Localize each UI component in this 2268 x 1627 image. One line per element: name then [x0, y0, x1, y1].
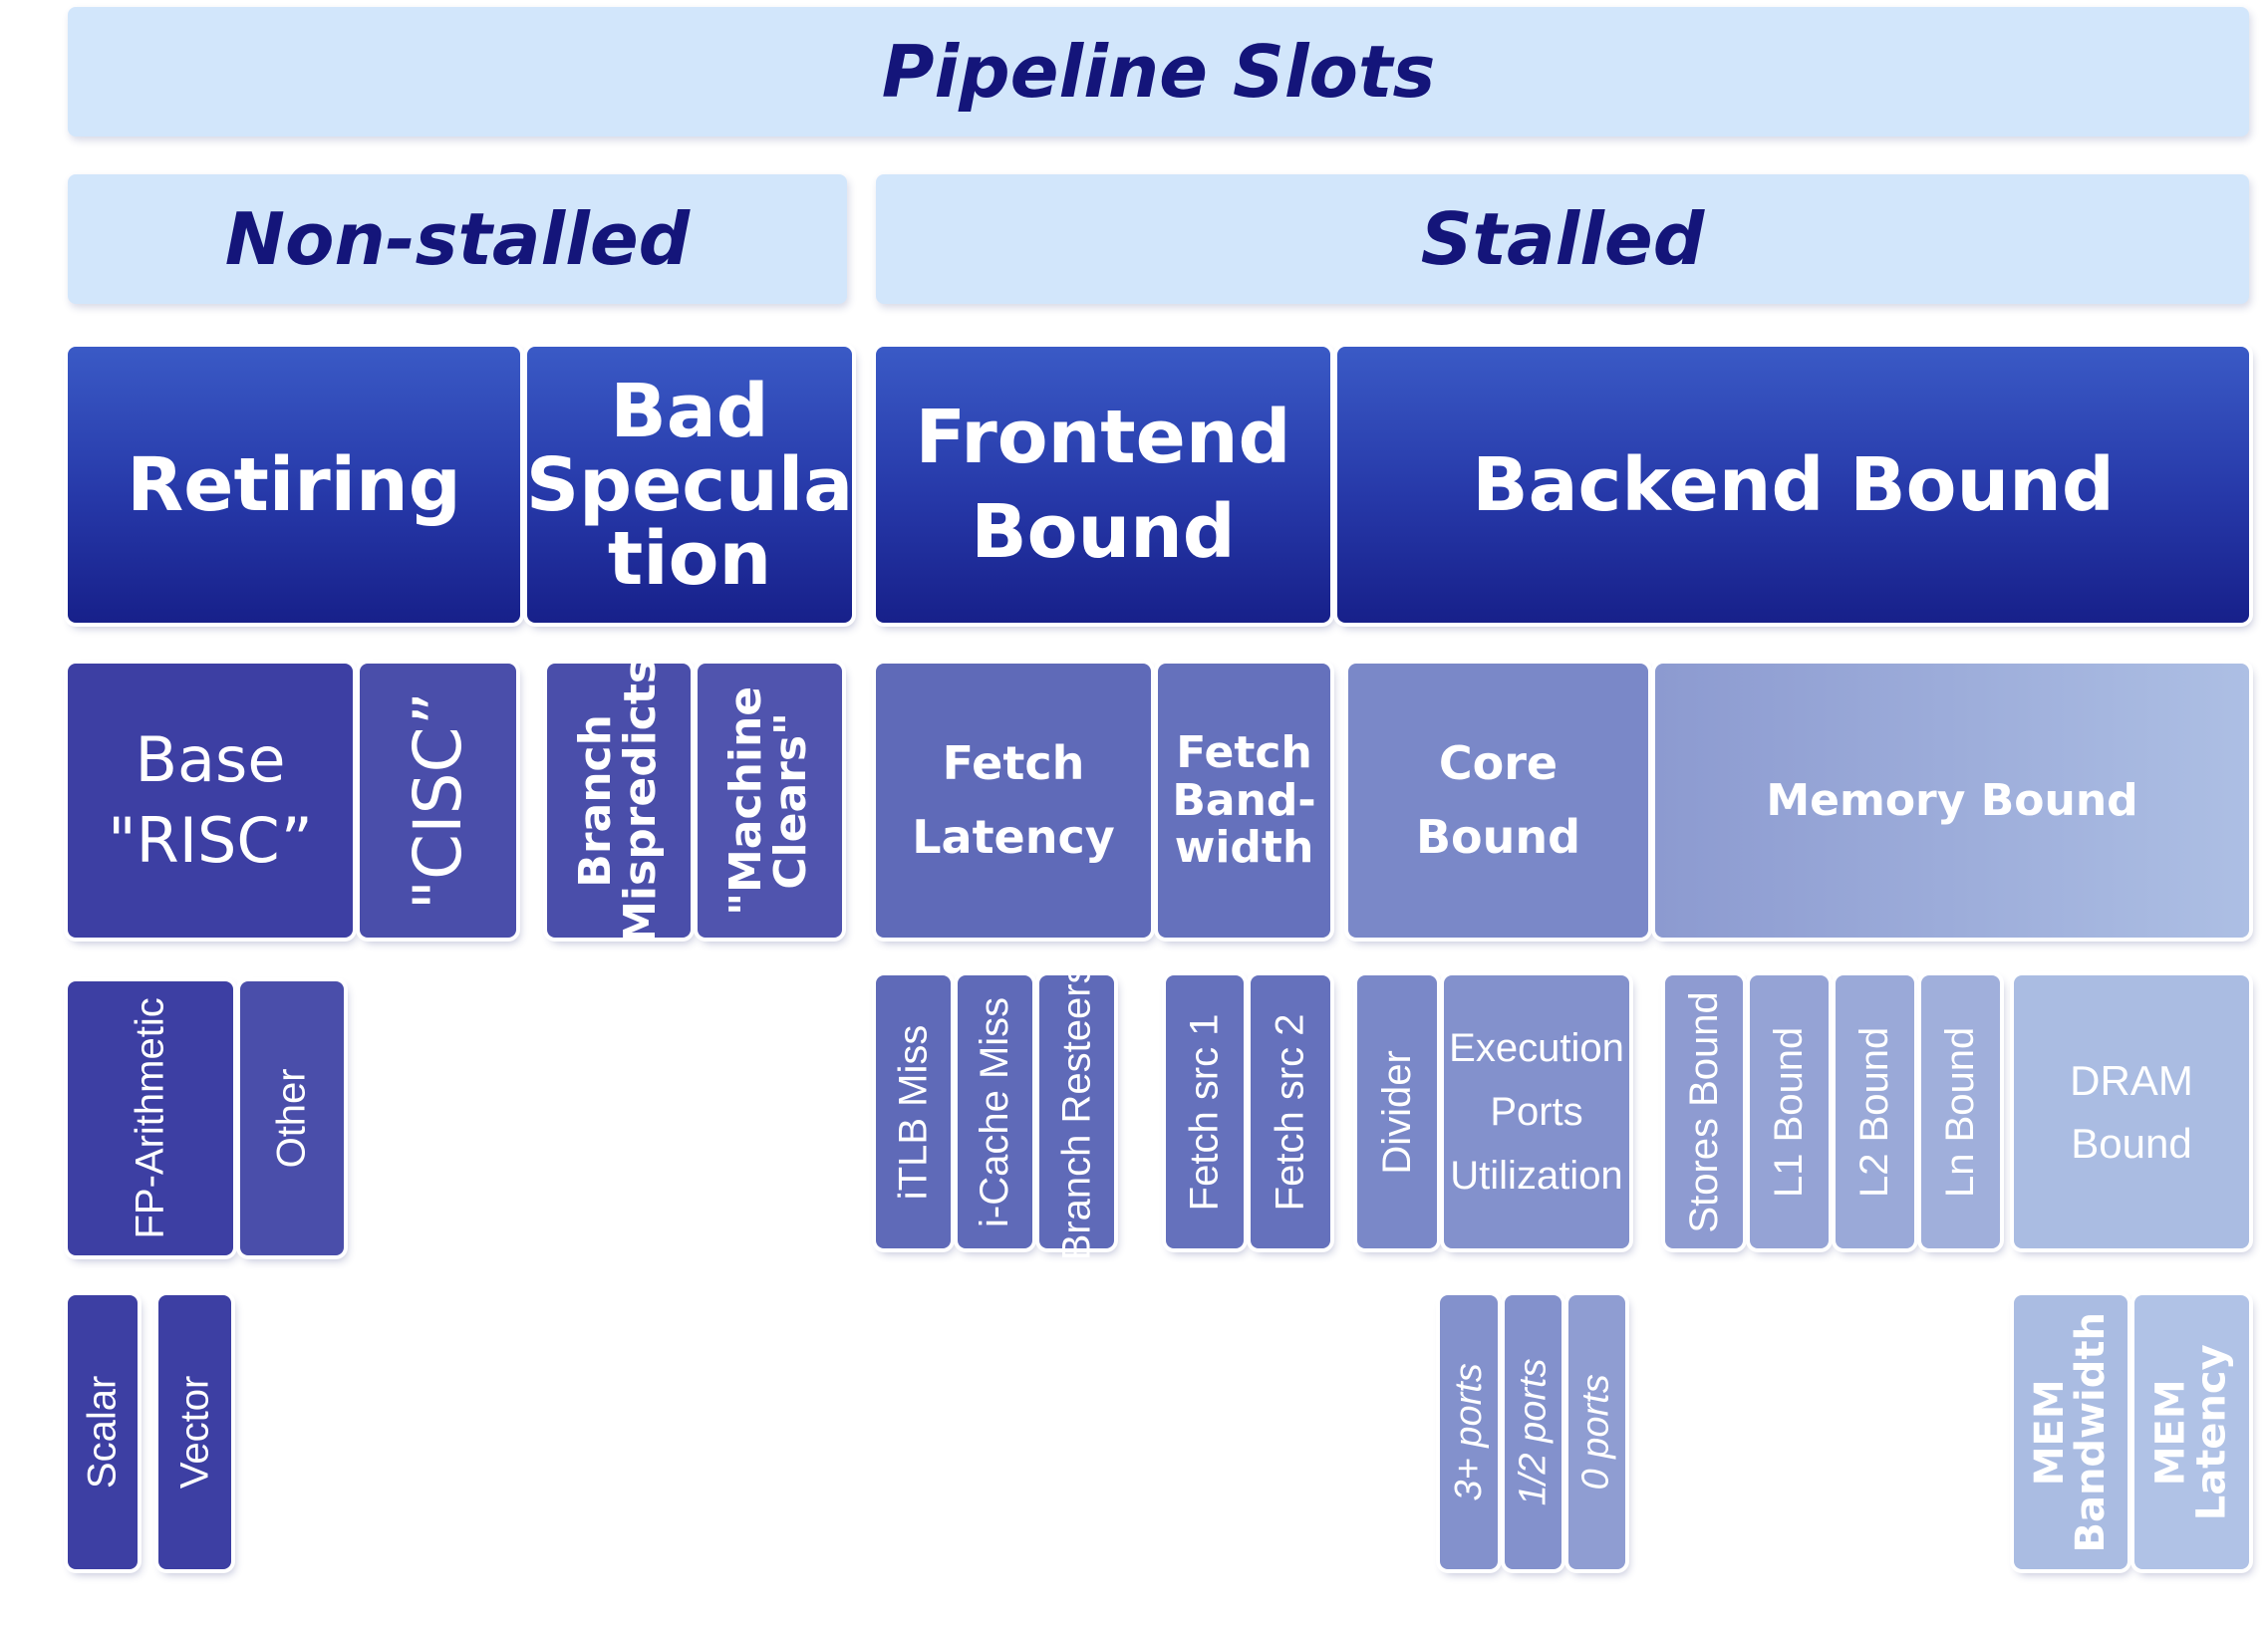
fetch-bandwidth-line-1: Fetch	[1176, 727, 1312, 779]
branch-mispredicts-line-2: Mispredicts	[615, 657, 667, 945]
execution-ports-line-1: Execution	[1449, 1026, 1624, 1070]
branch-mispredicts-box: Branch Mispredicts	[547, 658, 691, 944]
dram-bound-line-2: Bound	[2071, 1120, 2192, 1167]
branch-mispredicts-label: Branch Mispredicts	[570, 657, 667, 945]
ports-0-label: 0 ports	[1575, 1374, 1618, 1491]
divider-label: Divider	[1374, 1049, 1419, 1175]
fetch-latency-line-2: Latency	[912, 809, 1115, 864]
core-bound-line-1: Core	[1438, 735, 1559, 790]
vector-box: Vector	[158, 1295, 231, 1569]
core-bound-line-2: Bound	[1415, 809, 1581, 864]
stores-bound-box: Stores Bound	[1665, 975, 1743, 1248]
branch-resteers-label: Branch Resteers	[1054, 963, 1099, 1260]
pipeline-slots-header: Pipeline Slots	[68, 7, 2249, 136]
core-bound-label: Core Bound	[1416, 727, 1580, 874]
base-risc-line-1: Base	[135, 722, 286, 796]
itlb-miss-label: iTLB Miss	[891, 1024, 936, 1200]
icache-miss-label: i-Cache Miss	[973, 996, 1017, 1227]
execution-ports-line-3: Utilization	[1450, 1154, 1623, 1198]
non-stalled-label: Non-stalled	[224, 197, 691, 281]
fetch-bandwidth-line-2: Band-	[1172, 774, 1316, 826]
frontend-bound-label: Frontend Bound	[915, 391, 1290, 579]
fp-arithmetic-box: FP-Arithmetic	[68, 981, 233, 1255]
stalled-label: Stalled	[1420, 197, 1705, 281]
mem-bandwidth-line-1: MEM	[2027, 1379, 2074, 1486]
mem-latency-box: MEM Latency	[2134, 1295, 2249, 1569]
machine-clears-box: "Machine Clears"	[698, 664, 842, 938]
itlb-miss-box: iTLB Miss	[876, 975, 951, 1248]
fetch-bandwidth-box: Fetch Band- width	[1158, 664, 1330, 938]
mem-latency-line-2: Latency	[2188, 1344, 2235, 1520]
pipeline-slots-label: Pipeline Slots	[881, 30, 1436, 114]
ports-1-2-box: 1/2 ports	[1505, 1295, 1561, 1569]
execution-ports-line-2: Ports	[1490, 1090, 1583, 1134]
other-label: Other	[269, 1068, 314, 1169]
core-bound-box: Core Bound	[1348, 664, 1648, 938]
l2-bound-box: L2 Bound	[1836, 975, 1914, 1248]
dram-bound-label: DRAM Bound	[2070, 1049, 2193, 1175]
other-box: Other	[240, 981, 344, 1255]
divider-box: Divider	[1357, 975, 1437, 1248]
ports-1-2-label: 1/2 ports	[1512, 1358, 1555, 1506]
l1-bound-box: L1 Bound	[1750, 975, 1829, 1248]
scalar-label: Scalar	[80, 1375, 125, 1490]
dram-bound-box: DRAM Bound	[2014, 975, 2249, 1248]
mem-bandwidth-label: MEM Bandwidth	[2027, 1311, 2115, 1553]
backend-bound-box: Backend Bound	[1337, 347, 2249, 623]
ln-bound-label: Ln Bound	[1938, 1026, 1983, 1198]
fp-arithmetic-label: FP-Arithmetic	[128, 997, 172, 1239]
base-risc-label: Base "RISC”	[108, 720, 313, 881]
fetch-latency-label: Fetch Latency	[912, 727, 1115, 874]
mem-bandwidth-box: MEM Bandwidth	[2014, 1295, 2127, 1569]
memory-bound-box: Memory Bound	[1655, 664, 2249, 938]
non-stalled-header: Non-stalled	[68, 174, 847, 304]
frontend-bound-line-2: Bound	[971, 488, 1236, 575]
base-risc-box: Base "RISC”	[68, 664, 353, 938]
fetch-bandwidth-line-3: width	[1174, 822, 1314, 874]
vector-label: Vector	[172, 1375, 217, 1490]
execution-ports-box: Execution Ports Utilization	[1444, 975, 1629, 1248]
stores-bound-label: Stores Bound	[1681, 990, 1726, 1233]
l1-bound-label: L1 Bound	[1767, 1026, 1812, 1198]
mem-latency-line-1: MEM	[2147, 1379, 2194, 1486]
fetch-src2-label: Fetch src 2	[1268, 1013, 1312, 1211]
base-risc-line-2: "RISC”	[108, 803, 313, 877]
ports-3plus-box: 3+ ports	[1440, 1295, 1498, 1569]
bad-speculation-box: Bad Specula tion	[526, 347, 853, 623]
execution-ports-label: Execution Ports Utilization	[1449, 1016, 1624, 1208]
ports-0-box: 0 ports	[1568, 1295, 1625, 1569]
frontend-bound-box: Frontend Bound	[876, 347, 1330, 623]
retiring-box: Retiring	[68, 347, 520, 623]
scalar-box: Scalar	[68, 1295, 138, 1569]
ln-bound-box: Ln Bound	[1921, 975, 2000, 1248]
stalled-header: Stalled	[876, 174, 2249, 304]
l2-bound-label: L2 Bound	[1852, 1026, 1897, 1198]
cisc-box: "CISC”	[360, 664, 516, 938]
frontend-bound-line-1: Frontend	[915, 394, 1291, 480]
backend-bound-label: Backend Bound	[1472, 441, 2115, 528]
bad-speculation-line-3: tion	[607, 515, 772, 602]
machine-clears-label: "Machine Clears"	[720, 685, 817, 916]
fetch-src2-box: Fetch src 2	[1251, 975, 1330, 1248]
branch-mispredicts-line-1: Branch	[570, 713, 622, 888]
bad-speculation-label: Bad Specula tion	[526, 375, 853, 596]
fetch-src1-box: Fetch src 1	[1166, 975, 1244, 1248]
bad-speculation-line-2: Specula	[525, 441, 854, 528]
fetch-bandwidth-label: Fetch Band- width	[1172, 729, 1315, 872]
fetch-latency-line-1: Fetch	[942, 735, 1085, 790]
memory-bound-label: Memory Bound	[1766, 775, 2138, 826]
bad-speculation-line-1: Bad	[610, 368, 769, 454]
retiring-label: Retiring	[127, 441, 461, 528]
machine-clears-line-1: "Machine	[720, 685, 772, 916]
ports-3plus-label: 3+ ports	[1447, 1363, 1490, 1501]
fetch-latency-box: Fetch Latency	[876, 664, 1151, 938]
cisc-label: "CISC”	[399, 690, 476, 911]
dram-bound-line-1: DRAM	[2070, 1057, 2193, 1104]
fetch-src1-label: Fetch src 1	[1182, 1013, 1227, 1211]
machine-clears-line-2: Clears"	[765, 711, 817, 890]
mem-bandwidth-line-2: Bandwidth	[2068, 1311, 2115, 1553]
branch-resteers-box: Branch Resteers	[1039, 963, 1114, 1260]
mem-latency-label: MEM Latency	[2147, 1344, 2235, 1520]
icache-miss-box: i-Cache Miss	[958, 975, 1032, 1248]
